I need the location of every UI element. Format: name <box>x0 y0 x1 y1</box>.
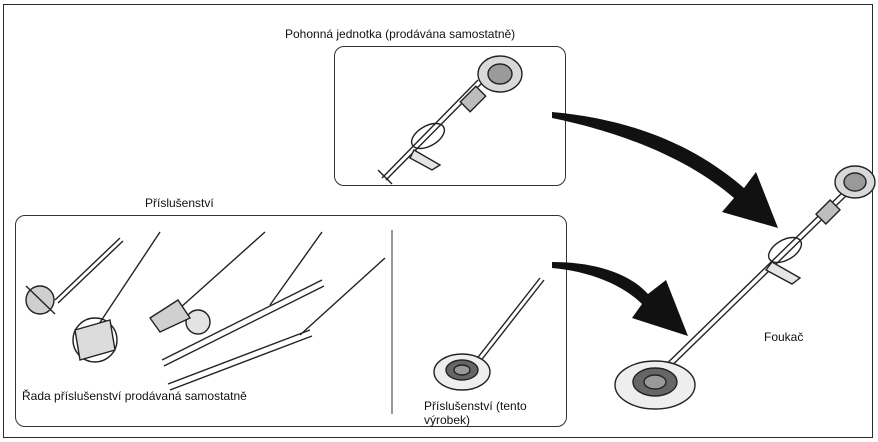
blower-attachment-illustration <box>434 278 544 390</box>
arrow-top <box>552 112 778 228</box>
accessory-range-illustration <box>26 232 385 390</box>
arrow-bottom <box>552 262 688 336</box>
power-unit-illustration <box>378 56 522 184</box>
